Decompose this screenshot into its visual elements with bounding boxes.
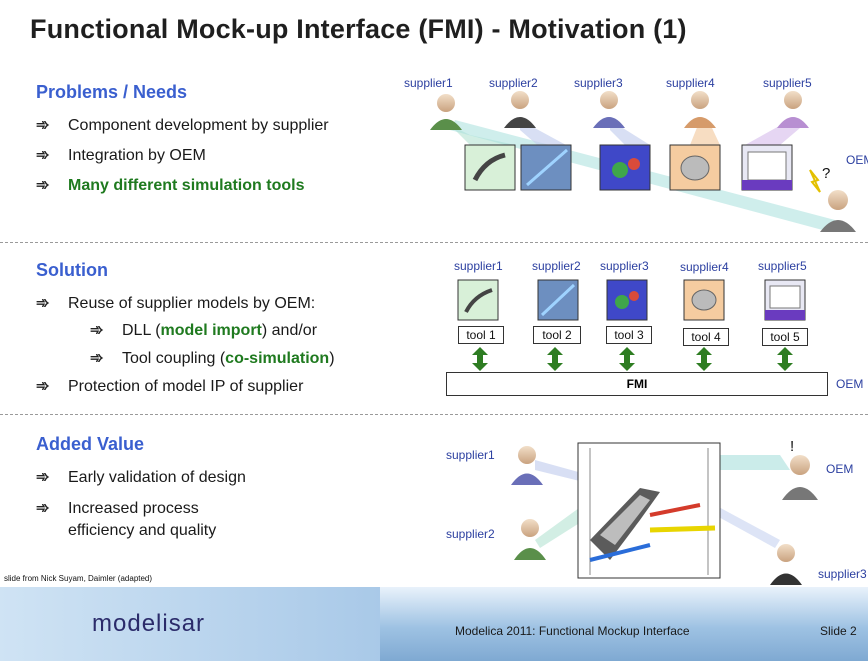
fmi-bar: FMI	[446, 372, 828, 396]
bullet-item: ➾Early validation of design	[36, 469, 246, 486]
supplier-label: supplier2	[532, 259, 581, 273]
tool-box: tool 5	[762, 328, 808, 346]
supplier-label: supplier3	[818, 567, 867, 581]
person-icon	[684, 91, 716, 128]
slide-credit: slide from Nick Suyam, Daimler (adapted)	[4, 574, 153, 583]
footer-caption: Modelica 2011: Functional Mockup Interfa…	[455, 624, 690, 638]
supplier-label: supplier5	[758, 259, 807, 273]
added-value-heading: Added Value	[36, 434, 145, 454]
slide-title: Functional Mock-up Interface (FMI) - Mot…	[30, 14, 687, 44]
problems-heading: Problems / Needs	[36, 82, 188, 102]
footer-bar: modelisar Modelica 2011: Functional Mock…	[0, 587, 868, 661]
oem-label: OEM	[836, 377, 864, 391]
supplier-label: supplier4	[666, 76, 715, 90]
supplier-label: supplier1	[454, 259, 503, 273]
supplier-label: supplier1	[446, 448, 495, 462]
supplier-label: supplier3	[600, 259, 649, 273]
tool-box: tool 3	[606, 326, 652, 344]
tool-box: tool 4	[683, 328, 729, 346]
supplier-label: supplier4	[680, 260, 729, 274]
slide-number: Slide 2	[820, 624, 857, 638]
bullet-item: ➾Reuse of supplier models by OEM:	[36, 295, 316, 312]
double-arrow-icon	[472, 347, 793, 371]
person-icon	[511, 446, 543, 485]
bullet-item-cont: efficiency and quality	[68, 522, 217, 539]
supplier-label: supplier2	[446, 527, 495, 541]
question-mark: ?	[822, 165, 831, 182]
bullet-item: ➾Many different simulation tools	[36, 177, 305, 194]
person-icon	[504, 91, 536, 128]
person-icon	[593, 91, 625, 128]
bullet-item: ➾Integration by OEM	[36, 147, 206, 164]
oem-label: OEM	[826, 462, 854, 476]
supplier-label: supplier5	[763, 76, 812, 90]
bullet-item: ➾Increased process	[36, 500, 199, 517]
exclaim-mark: !	[790, 438, 795, 455]
tool-box: tool 2	[533, 326, 581, 344]
oem-label: OEM	[846, 153, 868, 167]
person-icon	[430, 94, 462, 130]
supplier-label: supplier3	[574, 76, 623, 90]
section-divider	[0, 414, 868, 415]
oem-person-icon	[820, 190, 856, 232]
person-icon	[514, 519, 546, 560]
person-icon	[770, 544, 802, 585]
sub-bullet-item: ➾Tool coupling (co-simulation)	[90, 350, 335, 367]
bullet-item: ➾Protection of model IP of supplier	[36, 378, 304, 395]
supplier-label: supplier2	[489, 76, 538, 90]
supplier-label: supplier1	[404, 76, 453, 90]
modelisar-logo: modelisar	[92, 610, 206, 637]
footer-logo-area	[0, 587, 380, 661]
person-icon	[777, 91, 809, 128]
tool-box: tool 1	[458, 326, 504, 344]
sub-bullet-item: ➾DLL (model import) and/or	[90, 322, 318, 339]
bullet-item: ➾Component development by supplier	[36, 117, 329, 134]
section-divider	[0, 242, 868, 243]
solution-heading: Solution	[36, 260, 108, 280]
oem-person-icon	[782, 455, 818, 500]
